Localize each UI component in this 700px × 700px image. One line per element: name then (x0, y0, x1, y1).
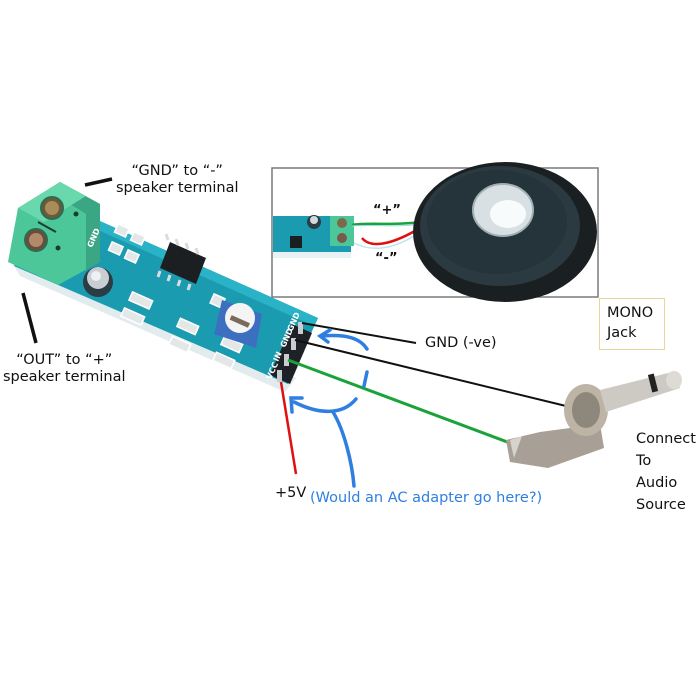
potentiometer (214, 300, 262, 348)
wire-vcc (279, 381, 298, 475)
mono-jack-label: MONO Jack (599, 298, 665, 350)
arrow-lower (292, 397, 358, 414)
mono-jack-line2: Jack (607, 325, 637, 341)
wire-in (287, 358, 543, 457)
ac-adapter-question: (Would an AC adapter go here?) (310, 490, 543, 506)
screw-terminal (8, 182, 100, 285)
gnd-terminal-label-line1: “GND” to “-” (131, 163, 223, 179)
speaker (413, 162, 597, 302)
inset-minus-label: “-” (375, 251, 398, 266)
gnd-wire-label: GND (-ve) (425, 335, 497, 351)
connect-line4: Source (636, 497, 686, 513)
arrow-upper (320, 333, 369, 351)
capacitor (83, 267, 113, 297)
blue-annotations (289, 328, 369, 488)
pointer-curve (331, 410, 356, 488)
amplifier-board: GND GND GND IN VCC (8, 182, 318, 392)
plus-5v-label: +5V (275, 485, 307, 501)
header-pins (270, 322, 312, 384)
inset-photo (271, 162, 599, 302)
silk-pin-in: IN (272, 350, 284, 362)
wire-gnd-2 (294, 339, 567, 407)
wire-gnd-1 (301, 322, 417, 344)
connect-line2: To (636, 453, 652, 469)
lm386-chip (156, 233, 206, 291)
connect-audio-source-label: Connect To Audio Source (636, 428, 696, 516)
smd-components (107, 222, 244, 370)
out-terminal-label-line2: speaker terminal (3, 369, 126, 385)
out-terminal-label-line1: “OUT” to “+” (16, 352, 113, 368)
gnd-pointer-line (84, 177, 113, 187)
mono-audio-jack (506, 371, 682, 468)
mono-jack-line1: MONO (607, 305, 654, 321)
connect-line1: Connect (636, 431, 696, 447)
inset-plus-label: “+” (373, 203, 401, 218)
gnd-terminal-label: “GND” to “-” speaker terminal (116, 163, 239, 197)
gnd-terminal-label-line2: speaker terminal (116, 180, 239, 196)
out-pointer-line (21, 292, 38, 344)
out-terminal-label: “OUT” to “+” speaker terminal (3, 352, 126, 386)
connect-line3: Audio (636, 475, 678, 491)
